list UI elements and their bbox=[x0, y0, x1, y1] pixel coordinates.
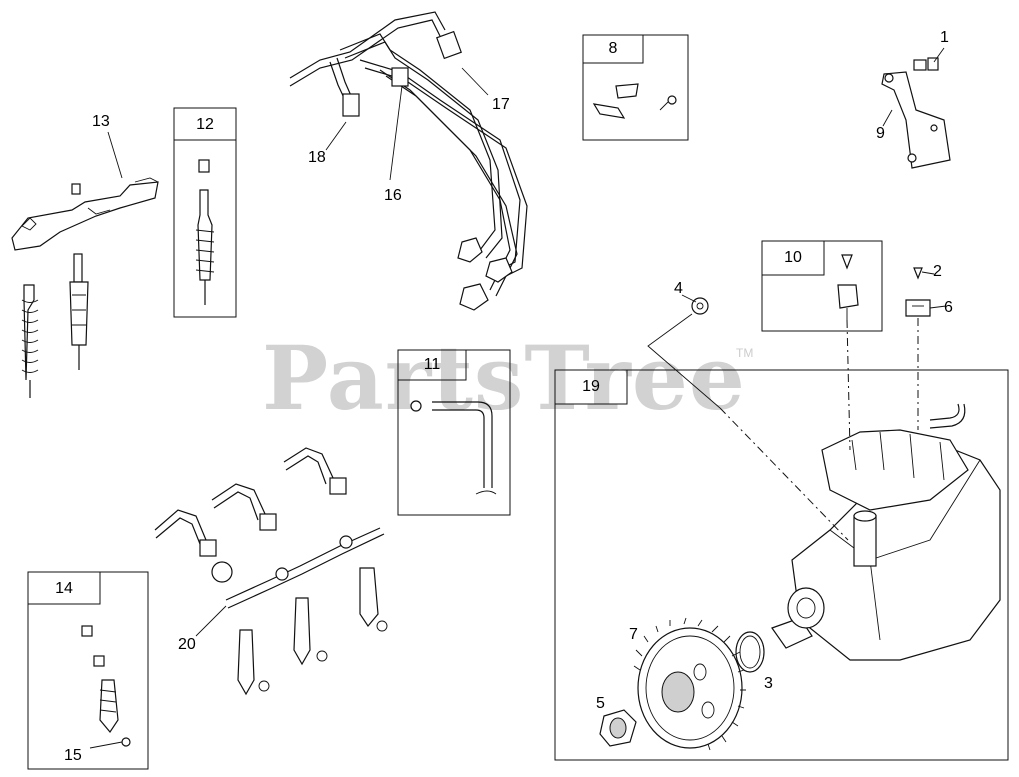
callout-15: 15 bbox=[64, 747, 82, 764]
gear-nut bbox=[599, 709, 637, 747]
clip-parts bbox=[592, 83, 677, 119]
callout-13: 13 bbox=[92, 113, 110, 130]
washer-4 bbox=[691, 297, 709, 315]
callout-17: 17 bbox=[492, 96, 510, 113]
injection-pump bbox=[771, 403, 1001, 661]
callout-6: 6 bbox=[944, 299, 953, 316]
leader-lines bbox=[89, 47, 947, 749]
box-8-frame bbox=[582, 34, 689, 141]
box-label-8: 8 bbox=[608, 40, 618, 57]
bracket bbox=[881, 57, 951, 169]
callout-1: 1 bbox=[940, 29, 949, 46]
box-label-10: 10 bbox=[784, 249, 802, 266]
callout-3: 3 bbox=[764, 675, 773, 692]
injector-nozzle-left bbox=[21, 284, 39, 398]
callout-18: 18 bbox=[308, 149, 326, 166]
valve-fitting bbox=[837, 254, 859, 320]
callout-5: 5 bbox=[596, 695, 605, 712]
box-label-19: 19 bbox=[582, 378, 600, 395]
box-10-frame bbox=[761, 240, 883, 332]
glow-plug bbox=[195, 159, 215, 305]
box-14-frame bbox=[27, 571, 149, 770]
callout-4: 4 bbox=[674, 280, 683, 297]
callout-16: 16 bbox=[384, 187, 402, 204]
callout-20: 20 bbox=[178, 636, 196, 653]
callout-9: 9 bbox=[876, 125, 885, 142]
callout-2: 2 bbox=[933, 263, 942, 280]
small-fittings bbox=[905, 267, 931, 317]
o-ring bbox=[735, 631, 765, 673]
callout-7: 7 bbox=[629, 626, 638, 643]
line-fittings bbox=[342, 30, 513, 311]
box-label-14: 14 bbox=[55, 580, 73, 597]
injector-nozzle-right bbox=[69, 253, 89, 370]
return-hose bbox=[410, 400, 497, 495]
injector-small-parts bbox=[81, 625, 131, 747]
heat-shield-plate bbox=[11, 177, 159, 251]
box-12-frame bbox=[173, 107, 237, 318]
watermark-trademark: TM bbox=[736, 346, 754, 360]
watermark: PartsTree bbox=[262, 326, 746, 430]
box-label-11: 11 bbox=[423, 356, 441, 373]
drive-gear bbox=[633, 617, 746, 751]
box-19-frame bbox=[554, 369, 1009, 761]
box-11-frame bbox=[397, 349, 511, 516]
box-label-12: 12 bbox=[196, 116, 214, 133]
leak-off-assembly bbox=[154, 447, 388, 696]
